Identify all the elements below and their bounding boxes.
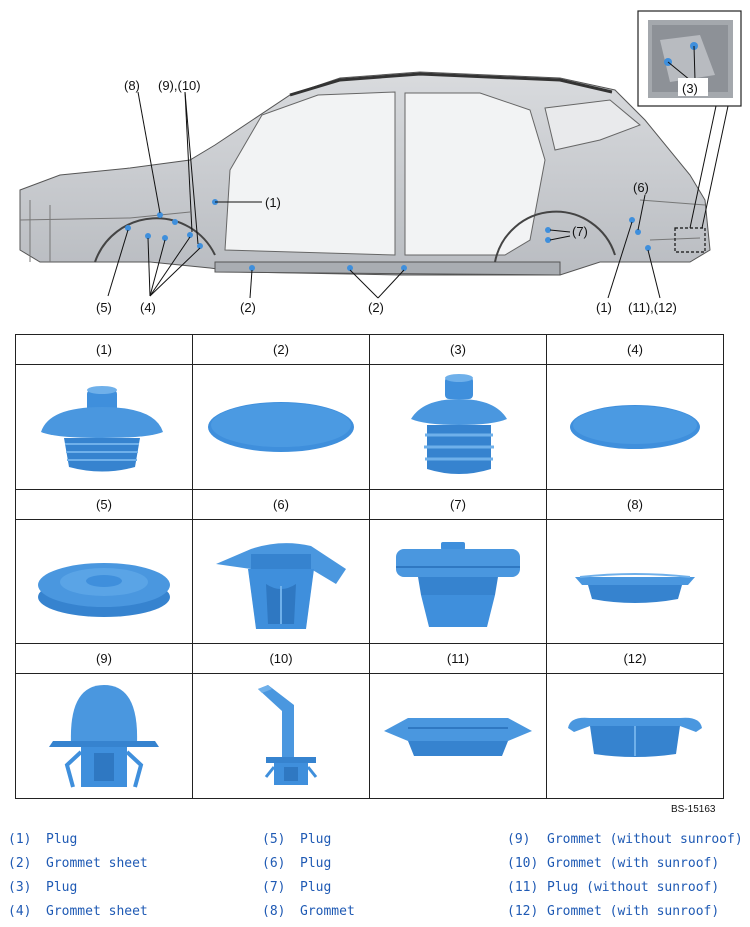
- part-number-cell: (2): [192, 333, 370, 366]
- grommet-10-image: [258, 685, 318, 786]
- legend-item: (10)Grommet (with sunroof): [507, 856, 720, 871]
- table-image-row: [15, 364, 724, 490]
- plug-11-image: [384, 718, 532, 757]
- rear-detail-inset: (3): [637, 10, 742, 253]
- grommet-8-image: [575, 572, 695, 603]
- part-image-cell: [15, 518, 193, 645]
- callout-8: (8): [124, 78, 140, 93]
- part-number-cell: (8): [546, 488, 724, 520]
- legend-item: (5)Plug: [262, 832, 332, 847]
- table-header-row: (9) (10) (11) (12): [15, 643, 724, 675]
- part-number-cell: (4): [546, 333, 724, 366]
- legend-item: (9)Grommet (without sunroof): [507, 832, 743, 847]
- part-image-cell: [15, 364, 193, 490]
- callout-7: (7): [572, 224, 588, 239]
- callout-1-front: (1): [265, 195, 281, 210]
- grommet-9-image: [49, 685, 159, 788]
- callout-2-b: (2): [368, 300, 384, 315]
- part-image-cell: [192, 518, 370, 645]
- legend-item: (12)Grommet (with sunroof): [507, 904, 720, 919]
- part-markers: [125, 199, 651, 271]
- part-image-cell: [369, 673, 547, 799]
- grommet-12-image: [568, 717, 702, 758]
- legend-item: (3)Plug: [8, 880, 78, 895]
- part-number-cell: (5): [15, 488, 193, 520]
- car-body-diagram: (3): [19, 10, 742, 315]
- legend-item: (2)Grommet sheet: [8, 856, 148, 871]
- parts-table: (1) (2) (3) (4): [15, 333, 724, 799]
- callout-9-10: (9),(10): [158, 78, 201, 93]
- legend-column-1: (1)Plug (2)Grommet sheet (3)Plug (4)Grom…: [8, 828, 148, 924]
- figure-code: BS-15163: [671, 804, 716, 815]
- part-number-cell: (1): [15, 333, 193, 366]
- part-image-cell: [546, 673, 724, 799]
- legend-item: (6)Plug: [262, 856, 332, 871]
- table-image-row: [15, 673, 724, 799]
- plug-3-image: [411, 374, 507, 475]
- legend-item: (11)Plug (without sunroof): [507, 880, 720, 895]
- legend-item: (8)Grommet: [262, 904, 355, 919]
- part-image-cell: [546, 364, 724, 490]
- grommet-sheet-2-image: [208, 401, 354, 452]
- callout-5: (5): [96, 300, 112, 315]
- callout-4: (4): [140, 300, 156, 315]
- callout-11-12: (11),(12): [628, 300, 677, 315]
- plug-1-image: [41, 385, 163, 472]
- callout-2-a: (2): [240, 300, 256, 315]
- part-number-cell: (10): [192, 643, 370, 675]
- plug-6-image: [216, 543, 346, 630]
- leader-lines: [107, 91, 661, 299]
- part-number-cell: (7): [369, 488, 547, 520]
- plug-7-image: [396, 541, 520, 627]
- part-image-cell: [192, 364, 370, 490]
- part-number-cell: (12): [546, 643, 724, 675]
- part-number-cell: (9): [15, 643, 193, 675]
- callout-1-rear: (1): [596, 300, 612, 315]
- part-image-cell: [192, 673, 370, 799]
- legend-item: (1)Plug: [8, 832, 78, 847]
- legend-column-2: (5)Plug (6)Plug (7)Plug (8)Grommet: [262, 828, 355, 924]
- car-body: [19, 71, 711, 276]
- table-image-row: [15, 518, 724, 645]
- part-image-cell: [369, 518, 547, 645]
- part-image-cell: [15, 673, 193, 799]
- grommet-sheet-4-image: [570, 404, 700, 449]
- callout-3-inset: (3): [682, 81, 698, 96]
- part-number-cell: (11): [369, 643, 547, 675]
- legend-item: (7)Plug: [262, 880, 332, 895]
- part-image-cell: [546, 518, 724, 645]
- plug-5-image: [38, 562, 170, 617]
- part-number-cell: (3): [369, 333, 547, 366]
- part-number-cell: (6): [192, 488, 370, 520]
- part-image-cell: [369, 364, 547, 490]
- table-header-row: (1) (2) (3) (4): [15, 333, 724, 366]
- callout-6: (6): [633, 180, 649, 195]
- legend-item: (4)Grommet sheet: [8, 904, 148, 919]
- legend-column-3: (9)Grommet (without sunroof) (10)Grommet…: [507, 828, 743, 924]
- table-header-row: (5) (6) (7) (8): [15, 488, 724, 520]
